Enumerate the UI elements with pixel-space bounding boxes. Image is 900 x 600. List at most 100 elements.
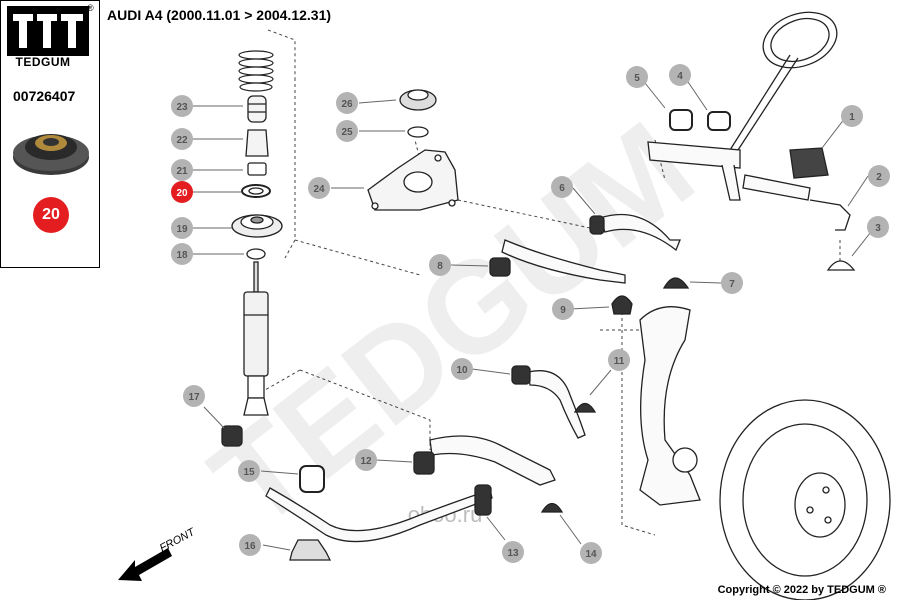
callout-6[interactable]: 6 xyxy=(551,176,573,198)
svg-text:15: 15 xyxy=(243,467,255,478)
sway-bar xyxy=(221,425,493,561)
steering-knuckle xyxy=(639,306,701,506)
strut-ring xyxy=(246,248,266,260)
svg-text:2: 2 xyxy=(876,172,882,183)
sway-bar-clamp-16 xyxy=(289,539,332,561)
sway-bar-bushing-15 xyxy=(299,465,325,493)
upper-arm xyxy=(599,213,681,252)
mount-washer xyxy=(407,126,429,138)
tie-rod-end xyxy=(809,199,851,231)
shock-absorber-body xyxy=(243,291,269,377)
svg-text:1: 1 xyxy=(849,112,855,123)
svg-text:10: 10 xyxy=(456,365,468,376)
lower-arm xyxy=(429,435,556,486)
bushing-12 xyxy=(413,451,435,475)
callout-3[interactable]: 3 xyxy=(867,216,889,238)
svg-text:23: 23 xyxy=(176,102,188,113)
svg-text:20: 20 xyxy=(176,188,188,199)
copyright-notice: Copyright © 2022 by TEDGUM ® xyxy=(717,584,886,596)
callout-20-highlighted[interactable]: 20 xyxy=(171,181,193,203)
callout-11[interactable]: 11 xyxy=(608,349,630,371)
callout-23[interactable]: 23 xyxy=(171,95,193,117)
callout-18[interactable]: 18 xyxy=(171,243,193,265)
svg-text:14: 14 xyxy=(585,549,597,560)
callout-15[interactable]: 15 xyxy=(238,460,260,482)
lower-link xyxy=(527,370,586,439)
steering-assembly xyxy=(647,11,856,271)
callout-2[interactable]: 2 xyxy=(868,165,890,187)
bump-stop xyxy=(247,95,267,123)
bushing-8 xyxy=(489,257,511,277)
callout-10[interactable]: 10 xyxy=(451,358,473,380)
svg-text:13: 13 xyxy=(507,548,519,559)
vehicle-title: AUDI A4 (2000.11.01 > 2004.12.31) xyxy=(107,7,332,23)
callout-25[interactable]: 25 xyxy=(336,120,358,142)
svg-text:12: 12 xyxy=(360,456,372,467)
bushing-14 xyxy=(540,502,564,513)
bushing-7 xyxy=(662,277,690,289)
svg-text:26: 26 xyxy=(341,99,353,110)
logo-wordmark: TEDGUM xyxy=(15,55,71,69)
steering-wheel xyxy=(762,11,838,69)
callout-14[interactable]: 14 xyxy=(580,542,602,564)
callout-9[interactable]: 9 xyxy=(552,298,574,320)
callout-8[interactable]: 8 xyxy=(429,254,451,276)
callout-19[interactable]: 19 xyxy=(171,217,193,239)
bushing-10 xyxy=(511,365,531,385)
svg-text:17: 17 xyxy=(188,392,200,403)
callout-1[interactable]: 1 xyxy=(841,105,863,127)
callouts: 1 2 3 4 5 6 7 8 9 10 11 12 13 14 15 16 1… xyxy=(171,64,890,564)
svg-text:21: 21 xyxy=(176,166,188,177)
svg-text:18: 18 xyxy=(176,250,188,261)
callout-26[interactable]: 26 xyxy=(336,92,358,114)
steering-boot xyxy=(789,147,829,179)
strut-assembly xyxy=(231,50,283,416)
bushing-9 xyxy=(611,295,633,315)
callout-7[interactable]: 7 xyxy=(721,272,743,294)
part-thumbnail-image xyxy=(13,134,89,175)
callout-5[interactable]: 5 xyxy=(626,66,648,88)
registered-mark: ® xyxy=(87,3,94,13)
callout-4[interactable]: 4 xyxy=(669,64,691,86)
callout-12[interactable]: 12 xyxy=(355,449,377,471)
svg-text:24: 24 xyxy=(313,184,325,195)
dust-cover xyxy=(245,129,269,157)
upper-link xyxy=(501,239,626,284)
ball-joint-11 xyxy=(573,402,597,413)
callout-22[interactable]: 22 xyxy=(171,128,193,150)
ball-joint-boot xyxy=(826,260,856,271)
svg-text:9: 9 xyxy=(560,305,566,316)
rack-bushing-5 xyxy=(669,109,693,131)
front-label: FRONT xyxy=(158,526,198,555)
steering-rack xyxy=(647,141,741,169)
part-number: 00726407 xyxy=(13,88,76,104)
rack-bushing-4 xyxy=(707,111,731,131)
svg-text:19: 19 xyxy=(176,224,188,235)
part-callout-badge: 20 xyxy=(33,197,69,233)
svg-text:8: 8 xyxy=(437,261,443,272)
tedgum-logo-icon xyxy=(7,6,89,56)
svg-text:22: 22 xyxy=(176,135,188,146)
control-arms xyxy=(413,213,891,600)
svg-text:7: 7 xyxy=(729,279,735,290)
callout-17[interactable]: 17 xyxy=(183,385,205,407)
svg-text:5: 5 xyxy=(634,73,640,84)
shock-absorber-rod xyxy=(253,261,259,293)
callout-13[interactable]: 13 xyxy=(502,541,524,563)
svg-text:4: 4 xyxy=(677,71,683,82)
callout-24[interactable]: 24 xyxy=(308,177,330,199)
svg-text:16: 16 xyxy=(244,541,256,552)
upper-mount-assembly xyxy=(367,89,459,211)
sway-bar-link-13 xyxy=(474,484,492,516)
svg-text:3: 3 xyxy=(875,223,881,234)
strut-bushing xyxy=(247,162,267,176)
coil-spring xyxy=(238,50,274,92)
svg-text:6: 6 xyxy=(559,183,565,194)
bushing-6 xyxy=(589,215,605,235)
callout-21[interactable]: 21 xyxy=(171,159,193,181)
callout-16[interactable]: 16 xyxy=(239,534,261,556)
front-direction-arrow: FRONT xyxy=(118,526,198,581)
svg-text:11: 11 xyxy=(614,356,625,367)
part-info-panel: TEDGUM ® 00726407 20 xyxy=(0,0,100,268)
